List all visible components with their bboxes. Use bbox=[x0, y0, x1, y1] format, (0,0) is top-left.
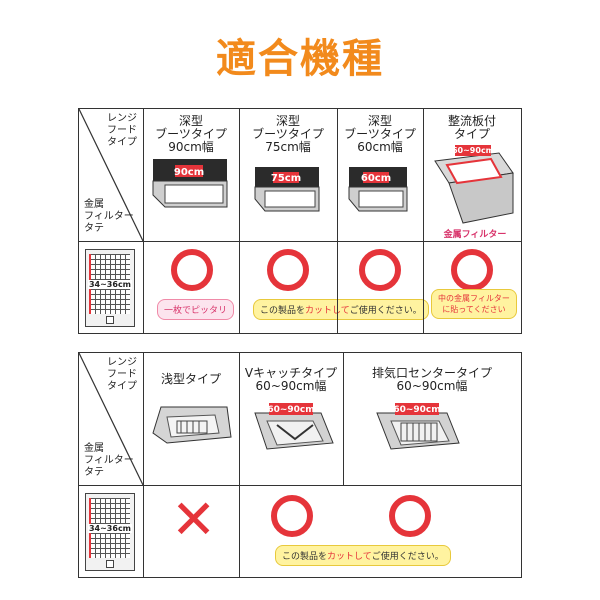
corner-label-hood: レンジ フード タイプ bbox=[107, 113, 137, 148]
compatible-mark bbox=[359, 249, 401, 291]
table-2-mark-row: 34~36cm ✕ この製品をカットしてご使用ください。 bbox=[79, 485, 521, 577]
column-header-baffle: 整流板付 タイプ bbox=[447, 114, 496, 141]
range-hood-deep-90-image: 90cm bbox=[152, 159, 228, 208]
divider bbox=[423, 241, 424, 333]
filter-tab bbox=[106, 316, 114, 324]
divider bbox=[343, 353, 344, 485]
compatibility-table-1: レンジ フード タイプ 金属 フィルター タテ 深型 ブーツタイプ 90cm幅 … bbox=[78, 108, 522, 334]
divider bbox=[143, 109, 144, 241]
divider bbox=[239, 353, 240, 485]
metal-filter-caption: 金属フィルター bbox=[443, 230, 507, 240]
corner-label-filter: 金属 フィルター タテ bbox=[84, 199, 134, 234]
range-hood-baffle-image: 60~90cm bbox=[434, 145, 514, 224]
filter-height-label: 34~36cm bbox=[88, 524, 132, 533]
cut-note: この製品をカットしてご使用ください。 bbox=[253, 299, 429, 320]
range-hood-deep-60-image: 60cm bbox=[348, 167, 408, 212]
compatible-mark bbox=[389, 495, 431, 537]
divider bbox=[337, 241, 338, 333]
corner-label-hood: レンジ フード タイプ bbox=[107, 357, 137, 392]
hood-width-tag: 90cm bbox=[174, 167, 204, 178]
page-title: 適合機種 bbox=[216, 36, 384, 82]
column-header-shallow: 浅型タイプ bbox=[160, 372, 221, 386]
divider bbox=[143, 485, 144, 577]
hood-width-tag: 60cm bbox=[361, 173, 391, 184]
divider bbox=[423, 109, 424, 241]
divider bbox=[143, 241, 144, 333]
compatible-mark bbox=[451, 249, 493, 291]
filter-tab bbox=[106, 560, 114, 568]
table-1-header-row: レンジ フード タイプ 金属 フィルター タテ 深型 ブーツタイプ 90cm幅 … bbox=[79, 109, 521, 242]
table-1-mark-row: 34~36cm 一枚でピッタリ この製品をカットしてご使用ください。 中の金属フ… bbox=[79, 241, 521, 333]
range-hood-deep-75-image: 75cm bbox=[254, 167, 320, 212]
cut-note: この製品をカットしてご使用ください。 bbox=[275, 545, 451, 566]
column-header-v-catch: Vキャッチタイプ 60~90cm幅 bbox=[244, 366, 338, 393]
column-header-deep-75: 深型 ブーツタイプ 75cm幅 bbox=[252, 114, 324, 154]
corner-diagonal bbox=[79, 353, 143, 485]
range-hood-center-exhaust-image: 60~90cm bbox=[376, 403, 460, 450]
column-header-center-exhaust: 排気口センタータイプ 60~90cm幅 bbox=[371, 366, 492, 393]
corner-cell: レンジ フード タイプ 金属 フィルター タテ bbox=[79, 353, 143, 485]
divider bbox=[239, 109, 240, 241]
compatibility-table-2: レンジ フード タイプ 金属 フィルター タテ 浅型タイプ Vキャッチタイプ 6… bbox=[78, 352, 522, 578]
corner-label-filter: 金属 フィルター タテ bbox=[84, 443, 134, 478]
hood-width-tag: 60~90cm bbox=[267, 405, 314, 415]
divider bbox=[337, 109, 338, 241]
divider bbox=[239, 485, 240, 577]
divider bbox=[239, 241, 240, 333]
range-hood-v-catch-image: 60~90cm bbox=[254, 403, 334, 450]
range-hood-shallow-image bbox=[152, 406, 232, 444]
hood-width-tag: 75cm bbox=[271, 173, 301, 184]
compatible-mark bbox=[267, 249, 309, 291]
hood-width-tag: 60~90cm bbox=[393, 405, 440, 415]
attach-note: 中の金属フィルター に貼ってください bbox=[431, 289, 517, 319]
filter-height-label: 34~36cm bbox=[88, 280, 132, 289]
corner-diagonal bbox=[79, 109, 143, 241]
table-2-header-row: レンジ フード タイプ 金属 フィルター タテ 浅型タイプ Vキャッチタイプ 6… bbox=[79, 353, 521, 486]
column-header-deep-60: 深型 ブーツタイプ 60cm幅 bbox=[344, 114, 416, 154]
metal-filter-image: 34~36cm bbox=[85, 249, 135, 327]
divider bbox=[143, 353, 144, 485]
hood-width-tag: 60~90cm bbox=[452, 146, 494, 155]
compatible-mark bbox=[171, 249, 213, 291]
fit-note: 一枚でピッタリ bbox=[157, 299, 235, 320]
column-header-deep-90: 深型 ブーツタイプ 90cm幅 bbox=[155, 114, 227, 154]
corner-cell: レンジ フード タイプ 金属 フィルター タテ bbox=[79, 109, 143, 241]
metal-filter-image: 34~36cm bbox=[85, 493, 135, 571]
compatible-mark bbox=[271, 495, 313, 537]
incompatible-mark: ✕ bbox=[171, 488, 217, 551]
